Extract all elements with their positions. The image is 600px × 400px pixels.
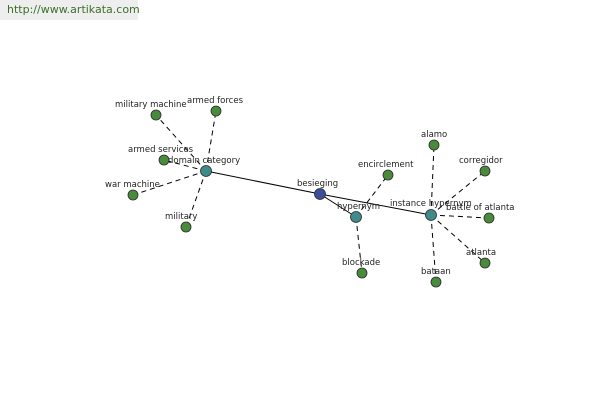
node-instance-hypernym[interactable] bbox=[425, 209, 437, 221]
node-label-war-machine: war machine bbox=[105, 180, 160, 190]
node-label-military: military bbox=[165, 212, 197, 222]
node-bataan[interactable] bbox=[430, 276, 442, 288]
node-besieging[interactable] bbox=[314, 188, 326, 200]
node-label-blockade: blockade bbox=[342, 258, 380, 268]
source-url[interactable]: http://www.artikata.com bbox=[0, 0, 140, 20]
edge-instance-hypernym-atlanta bbox=[430, 214, 486, 264]
node-military-machine[interactable] bbox=[150, 109, 162, 121]
node-label-battle-of-atlanta: battle of atlanta bbox=[446, 203, 515, 213]
node-label-atlanta: atlanta bbox=[466, 248, 496, 258]
node-alamo[interactable] bbox=[428, 139, 440, 151]
graph-edges bbox=[132, 110, 490, 283]
node-war-machine[interactable] bbox=[127, 189, 139, 201]
graph-labels: besieging domain category hypernym instance… bbox=[105, 96, 515, 277]
node-label-domain-category: domain category bbox=[168, 156, 240, 166]
node-label-bataan: bataan bbox=[421, 267, 451, 277]
edge-instance-hypernym-battle-of-atlanta bbox=[430, 214, 490, 219]
edge-besieging-instance-hypernym bbox=[319, 193, 432, 216]
edge-besieging-hypernym bbox=[319, 193, 357, 218]
node-label-alamo: alamo bbox=[421, 130, 447, 140]
edge-instance-hypernym-alamo bbox=[430, 144, 435, 216]
node-armed-services[interactable] bbox=[158, 154, 170, 166]
node-atlanta[interactable] bbox=[479, 257, 491, 269]
node-label-armed-forces: armed forces bbox=[187, 96, 244, 106]
edge-domain-category-war-machine bbox=[132, 170, 207, 196]
graph-nodes bbox=[127, 105, 495, 288]
node-label-instance-hypernym: instance hypernym bbox=[390, 199, 472, 209]
node-blockade[interactable] bbox=[356, 267, 368, 279]
node-encirclement[interactable] bbox=[382, 169, 394, 181]
edge-hypernym-blockade bbox=[355, 216, 363, 274]
edge-instance-hypernym-corregidor bbox=[430, 170, 486, 216]
node-corregidor[interactable] bbox=[479, 165, 491, 177]
edge-domain-category-military bbox=[185, 170, 207, 228]
edge-domain-category-military-machine bbox=[155, 114, 207, 172]
node-label-hypernym: hypernym bbox=[337, 202, 380, 212]
node-label-armed-services: armed services bbox=[128, 145, 194, 155]
edge-domain-category-armed-forces bbox=[205, 110, 217, 172]
node-domain-category[interactable] bbox=[200, 165, 212, 177]
node-armed-forces[interactable] bbox=[210, 105, 222, 117]
edge-instance-hypernym-bataan bbox=[430, 214, 437, 283]
node-label-besieging: besieging bbox=[297, 179, 338, 189]
node-label-military-machine: military machine bbox=[115, 100, 187, 110]
node-hypernym[interactable] bbox=[350, 211, 362, 223]
node-label-encirclement: encirclement bbox=[358, 160, 414, 170]
node-battle-of-atlanta[interactable] bbox=[483, 212, 495, 224]
edge-domain-category-besieging bbox=[205, 170, 321, 195]
node-label-corregidor: corregidor bbox=[459, 156, 503, 166]
node-military[interactable] bbox=[180, 221, 192, 233]
edge-domain-category-armed-services bbox=[163, 159, 207, 172]
